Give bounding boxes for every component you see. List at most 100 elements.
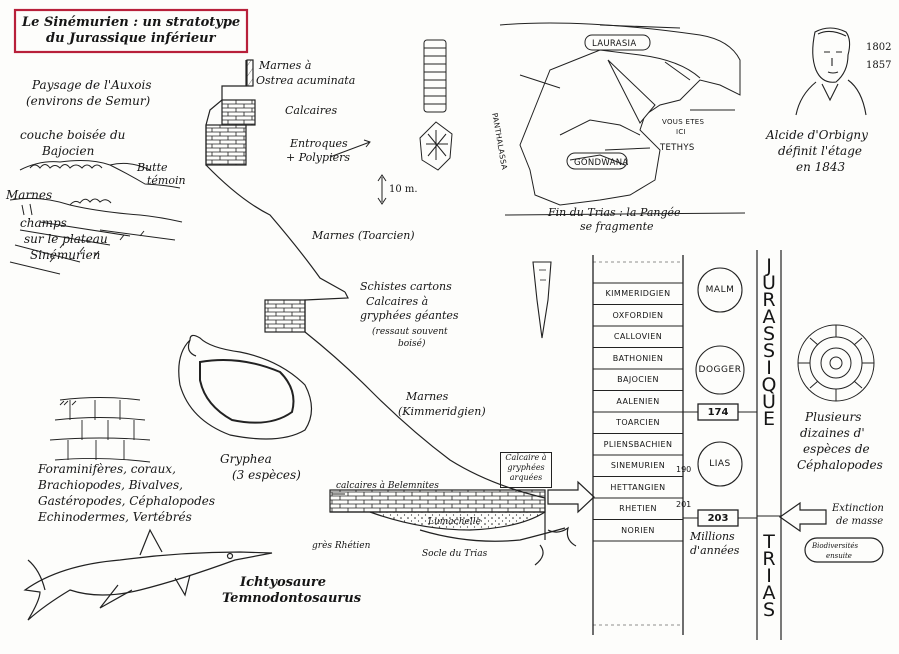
marnes-k-label-1: Marnes xyxy=(406,390,449,403)
map-caption-1: Fin du Trias : la Pangée xyxy=(548,206,681,219)
epoch-circle-lias xyxy=(697,441,743,487)
ichthyo-label-1: Ichtyosaure xyxy=(240,575,326,590)
gryphea-fossil xyxy=(178,334,313,440)
gres-label: grès Rhétien xyxy=(312,541,371,551)
ichthyosaur-drawing xyxy=(23,528,273,621)
crinoid-fossil xyxy=(419,39,453,171)
title-frame xyxy=(13,8,249,54)
stage-label: RHETIEN xyxy=(619,504,657,513)
fauna-line-3: Gastéropodes, Céphalopodes xyxy=(38,494,216,508)
orbigny-portrait xyxy=(795,27,867,116)
era-letter: T xyxy=(763,531,775,553)
calc-arq-2: gryphées xyxy=(507,463,545,472)
socle-label: Socle du Trias xyxy=(422,549,488,559)
fields-label-1: champs xyxy=(20,216,67,230)
marnes-ostrea-1: Marnes à xyxy=(259,59,312,72)
stage-label: AALENIEN xyxy=(616,396,660,406)
stage-label: OXFORDIEN xyxy=(612,310,664,320)
landscape-title: Paysage de l'Auxois xyxy=(32,78,152,92)
vous-label-1: VOUS ETES xyxy=(662,118,705,126)
bio-label-2: ensuite xyxy=(826,552,852,560)
era-letter: I xyxy=(766,565,772,587)
era-letter: S xyxy=(762,323,776,345)
epoch-circle-malm xyxy=(697,267,743,313)
tethys-label: TETHYS xyxy=(660,143,695,153)
fauna-line-2: Brachiopodes, Bivalves, xyxy=(38,478,183,492)
extinction-label-2: de masse xyxy=(836,516,884,527)
calc-arq-3: arquées xyxy=(509,473,543,482)
marnes-label: Marnes xyxy=(6,188,53,202)
geologic-timescale xyxy=(592,250,782,640)
timescale-arrows xyxy=(547,480,884,563)
bio-label-1: Biodiversités xyxy=(812,542,859,550)
title-line-2: du Jurassique inférieur xyxy=(46,31,216,46)
stage-label: NORIEN xyxy=(621,525,655,535)
age-174: 174 xyxy=(707,407,729,418)
gryphea-label-2: (3 espèces) xyxy=(232,468,301,482)
ressaut-label-2: boisé) xyxy=(398,339,426,349)
calc-gry-label-1: Calcaires à xyxy=(366,295,429,308)
ichthyo-label-2: Temnodontosaurus xyxy=(222,591,362,606)
landscape-sketch xyxy=(9,160,183,275)
gondwana-label: GONDWANA xyxy=(574,158,629,168)
scale-label: 10 m. xyxy=(389,184,418,195)
column-arrows xyxy=(329,139,387,495)
stage-label: PLIENSBACHIEN xyxy=(603,439,673,449)
extinction-arrow xyxy=(778,501,827,533)
age-201: 201 xyxy=(676,500,692,509)
marnes-ostrea-2: Ostrea acuminata xyxy=(256,74,356,87)
epoch-malm: MALM xyxy=(705,285,735,295)
era-letter: J xyxy=(766,255,772,277)
epoch-lias: LIAS xyxy=(709,459,731,469)
epoch-circle-dogger xyxy=(695,345,745,395)
stage-label: KIMMERIDGIEN xyxy=(605,289,671,298)
ammonite-fossil xyxy=(797,324,875,402)
ressaut-label-1: (ressaut souvent xyxy=(372,327,448,337)
era-letter: R xyxy=(762,548,776,570)
calc-gry-label-2: gryphées géantes xyxy=(360,309,459,322)
fields-label-3: Sinémurien xyxy=(30,248,101,262)
map-caption-2: se fragmente xyxy=(580,220,654,233)
ammonite-label-2: dizaines d' xyxy=(800,426,865,440)
era-letter: A xyxy=(762,582,776,604)
ma-label-2: d'années xyxy=(690,544,740,557)
orbigny-caption-2: définit l'étage xyxy=(778,144,862,158)
fauna-wall xyxy=(49,397,151,463)
biodiversity-badge xyxy=(804,537,884,563)
stage-label: BAJOCIEN xyxy=(617,375,659,384)
era-letter: S xyxy=(762,340,776,362)
belemnite-fossil xyxy=(532,261,552,339)
calcaires-label: Calcaires xyxy=(285,104,338,117)
laurasia-label: LAURASIA xyxy=(592,39,637,49)
era-letter: E xyxy=(762,408,775,430)
fauna-line-4: Echinodermes, Vertébrés xyxy=(38,510,192,524)
orbigny-died: 1857 xyxy=(866,60,892,71)
calc-arq-1: Calcaire à xyxy=(505,453,547,462)
landscape-subtitle: (environs de Semur) xyxy=(26,94,151,108)
stage-label: CALLOVIEN xyxy=(613,332,663,341)
stratigraphic-column xyxy=(205,59,577,566)
schistes-label: Schistes cartons xyxy=(360,280,452,293)
ma-label-1: Millions xyxy=(690,530,735,543)
left-block-arrow xyxy=(547,480,595,514)
age-203: 203 xyxy=(707,513,729,524)
era-letter: Q xyxy=(761,374,777,396)
entroques-label-2: + Polypiers xyxy=(286,151,350,164)
orbigny-caption-3: en 1843 xyxy=(796,160,846,174)
wood-label-1: couche boisée du xyxy=(20,128,126,142)
gryphea-label-1: Gryphea xyxy=(220,452,272,466)
ammonite-label-1: Plusieurs xyxy=(805,410,862,424)
fauna-line-1: Foraminifères, coraux, xyxy=(38,462,176,476)
entroques-label-1: Entroques xyxy=(290,137,348,150)
era-letter: I xyxy=(766,357,772,379)
wood-label-2: Bajocien xyxy=(42,144,95,158)
ammonite-label-3: espèces de xyxy=(803,442,870,456)
fields-label-2: sur le plateau xyxy=(24,232,108,246)
stage-label: HETTANGIEN xyxy=(610,482,666,492)
vous-label-2: ICI xyxy=(676,128,686,136)
marnes-toarcien-label: Marnes (Toarcien) xyxy=(312,229,415,242)
butte-label-2: témoin xyxy=(147,174,186,187)
epoch-dogger: DOGGER xyxy=(698,365,742,375)
